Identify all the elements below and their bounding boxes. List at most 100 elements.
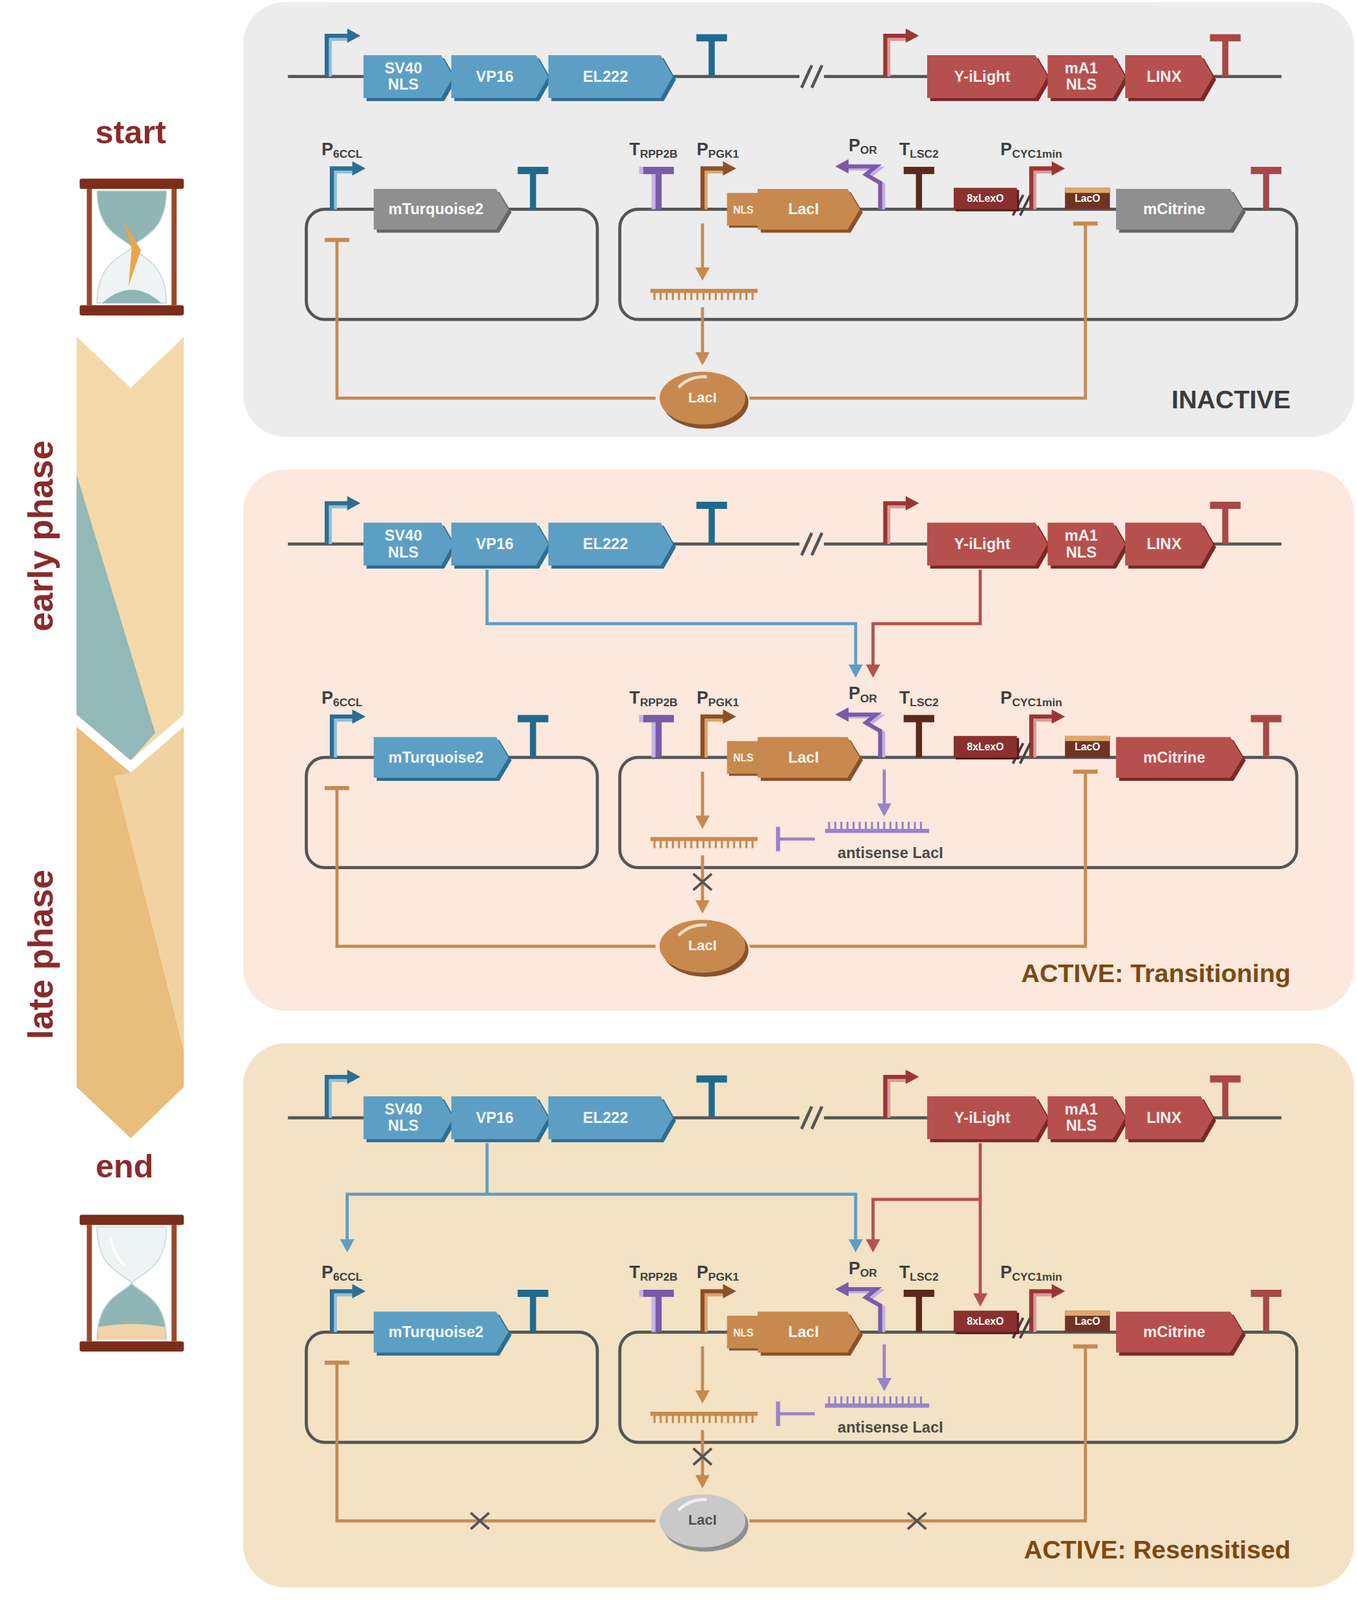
part-body [1064,1310,1110,1333]
gene-part: 8xLexO [953,187,1018,210]
promoter-symbol [326,1077,350,1119]
part-name: mTurquoise2 [388,1323,494,1341]
arrowhead [695,1475,710,1489]
part-body [373,736,510,778]
label-subscript: OR [860,143,878,156]
promoter-symbol [888,506,908,545]
part-label: PPGK1 [696,1262,739,1283]
cross-mark [907,1513,926,1530]
promoter-symbol [329,38,350,77]
part-name: VP16 [475,1109,524,1127]
phase-chevron [114,727,184,1052]
label-main: P [848,1258,861,1279]
arrowhead [834,159,848,174]
part-name: NLS [733,751,754,763]
gene-part: mA1 NLS [1047,1096,1126,1140]
gene-part: NLS [727,192,760,226]
mrna-symbol [654,290,753,300]
arrowhead [722,1284,736,1299]
hourglass-sand [101,290,162,304]
mrna-symbol [654,1414,753,1424]
repression-bar [324,786,350,791]
label-main: P [848,135,861,156]
gene-part: mTurquoise2 [373,188,510,230]
terminator-symbol [916,170,922,210]
gene-part: LINX [1125,1096,1213,1140]
gene-part: Y-iLight [927,55,1048,99]
part-body [1047,1096,1126,1140]
repression-line [749,1346,1085,1522]
label-main: P [321,139,334,160]
promoter-symbol [326,35,350,77]
terminator-symbol [643,1290,674,1298]
label-main: P [1000,139,1013,160]
part-body [363,522,454,566]
label-subscript: LSC2 [909,1271,939,1284]
expression-arrow [701,307,705,356]
part-name: mTurquoise2 [388,200,494,218]
gene-part: VP16 [451,55,548,99]
part-label: PPGK1 [696,139,739,160]
hourglass-frame [79,1214,184,1226]
terminator-symbol [1262,1294,1269,1333]
part-body [659,371,746,425]
arrowhead [834,1282,848,1297]
hourglass-sand [122,219,141,286]
promoter-symbol [702,1291,726,1333]
part-body [757,1312,860,1354]
part-body [1116,736,1243,778]
terminator-symbol [643,715,674,723]
part-top [1064,187,1110,193]
part-body [1064,187,1110,210]
hourglass-frame [171,188,177,306]
repression-line [749,223,1085,399]
hourglass-glass [96,1227,167,1283]
repression-bar [324,1360,350,1365]
part-name: mA1 NLS [1060,59,1113,94]
part-label: P6CCL [321,139,363,160]
part-body [1125,55,1213,99]
part-body [547,1096,673,1140]
expression-arrow [701,1346,705,1394]
label-subscript: 6CCL [333,1271,363,1284]
phase-chevron [76,474,156,761]
gene-part: mCitrine [1116,1312,1243,1354]
label-main: P [1000,688,1013,708]
part-body [451,55,548,99]
hourglass-frame [79,305,184,316]
part-body [451,522,548,566]
terminator-symbol [696,501,728,510]
part-body [757,188,860,230]
terminator-symbol [655,1294,662,1333]
label-main: P [1000,1262,1013,1283]
part-name: SV40 NLS [381,1101,437,1135]
arrowhead [347,1070,361,1085]
label-subscript: PGK1 [708,696,739,709]
part-label: POR [848,1258,878,1280]
part-body [927,522,1048,566]
state-panel: INACTIVESV40 NLSVP16EL222Y-iLightmA1 NLS… [242,1,1354,437]
part-top [1064,736,1110,742]
hourglass-frame [171,1225,177,1342]
promoter-symbol [888,1080,908,1119]
part-name: Y-iLight [954,68,1021,86]
arrowhead [695,1390,710,1404]
part-shine [678,1499,708,1511]
arrowhead [347,28,361,43]
part-name: mCitrine [1143,1323,1216,1341]
inhibition-line [777,1412,815,1417]
part-name: mCitrine [1143,200,1216,218]
gene-part: mCitrine [1116,188,1243,230]
part-shine [678,925,708,936]
label-main: T [629,139,640,160]
promoter-symbol [331,716,355,758]
terminator-symbol [1250,715,1282,723]
label-subscript: OR [860,692,878,705]
part-body [659,920,746,974]
promoter-symbol [884,503,908,545]
part-body [953,187,1018,210]
cross-mark [470,1513,489,1530]
hourglass-glass [96,1283,167,1340]
protein-blob: LacI [659,1494,746,1548]
repression-line [336,240,656,399]
